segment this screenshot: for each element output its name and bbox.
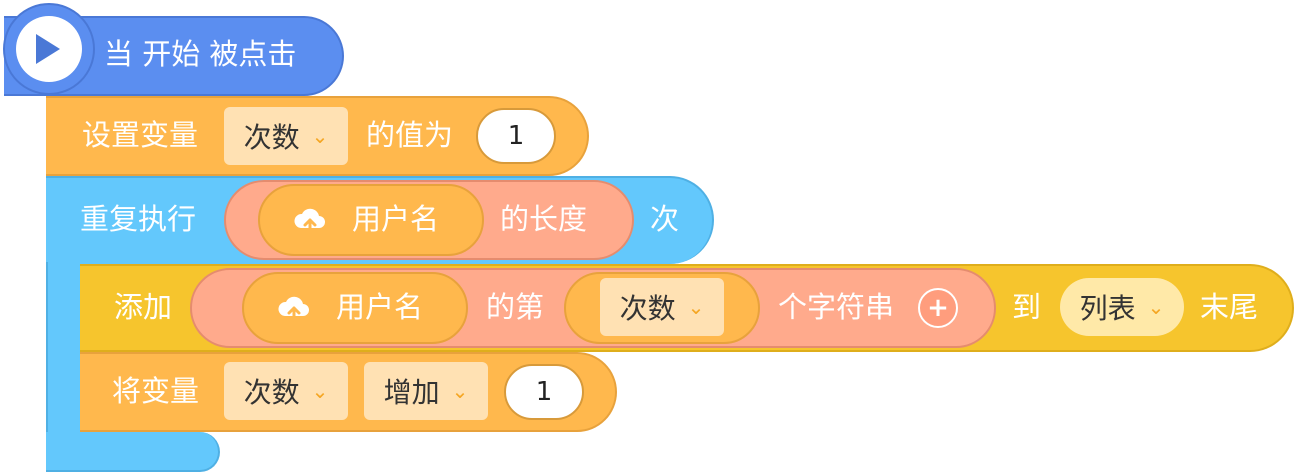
length-label: 的长度 [500,202,588,236]
repeat-block-bottom [46,432,220,472]
add-label: 添加 [114,290,173,324]
chevron-down-icon: ⌄ [687,295,705,319]
repeat-times-label: 次 [650,202,680,236]
chevron-down-icon: ⌄ [1147,295,1165,319]
hat-label: 当 开始 被点击 [104,37,297,71]
to-label: 到 [1012,290,1042,324]
value-input[interactable]: 1 [476,108,556,164]
char-string-label: 个字符串 [778,290,895,324]
end-label: 末尾 [1200,290,1259,324]
chevron-down-icon: ⌄ [311,124,329,148]
chevron-down-icon: ⌄ [311,379,329,403]
list-name-label: 用户名 [352,202,440,236]
chevron-down-icon: ⌄ [451,379,469,403]
repeat-block-side [46,262,80,434]
repeat-label: 重复执行 [80,202,197,236]
variable-dropdown[interactable]: 次数 ⌄ [224,107,348,165]
index-variable-value: 次数 [619,292,676,325]
play-icon [36,34,60,64]
plus-button[interactable]: + [918,288,958,328]
variable-dropdown-value: 次数 [243,121,300,154]
cloud-upload-icon [276,290,312,330]
change-variable-value: 次数 [243,376,300,409]
of-index-label: 的第 [486,290,545,324]
operation-dropdown[interactable]: 增加 ⌄ [364,362,488,420]
set-variable-label: 设置变量 [82,118,199,152]
operation-value: 增加 [383,376,440,409]
change-variable-dropdown[interactable]: 次数 ⌄ [224,362,348,420]
target-list-value: 列表 [1079,292,1136,325]
cloud-upload-icon [292,202,328,242]
list-name-label-2: 用户名 [336,290,424,324]
target-list-dropdown[interactable]: 列表 ⌄ [1060,278,1184,336]
set-variable-mid-label: 的值为 [366,118,454,152]
change-value-input[interactable]: 1 [504,364,584,420]
index-variable-dropdown[interactable]: 次数 ⌄ [600,278,724,336]
change-variable-label: 将变量 [112,374,200,408]
